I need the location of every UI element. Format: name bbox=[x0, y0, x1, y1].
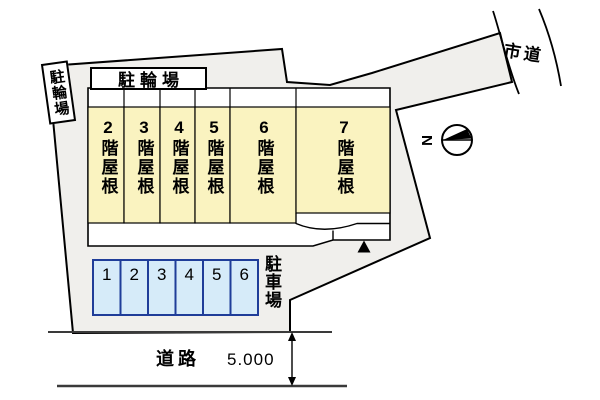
roof-cell-label-2: 2階屋根 bbox=[98, 118, 118, 196]
parking-space-1: 1 bbox=[101, 265, 112, 284]
north-compass-icon bbox=[441, 124, 473, 156]
roof-cell-7 bbox=[295, 106, 391, 214]
roof-cell-3 bbox=[123, 106, 161, 224]
parking-space-5: 5 bbox=[211, 265, 222, 284]
roof-cell-6 bbox=[229, 106, 297, 224]
roof-cell-label-4: 4階屋根 bbox=[169, 118, 189, 196]
roof-cell-label-6: 6階屋根 bbox=[254, 118, 274, 196]
roof-cell-label-7: 7階屋根 bbox=[334, 118, 354, 196]
roof-cell-5 bbox=[194, 106, 231, 224]
bicycle-parking-top-label: 駐輪場 bbox=[90, 67, 207, 90]
road-label: 道路 bbox=[156, 349, 200, 369]
parking-space-6: 6 bbox=[239, 265, 249, 284]
balcony-dividers bbox=[123, 88, 297, 224]
roof-cell-label-5: 5階屋根 bbox=[204, 118, 224, 196]
roof-cell-4 bbox=[159, 106, 196, 224]
roof-cell-label-3: 3階屋根 bbox=[134, 118, 154, 196]
road-width-dimension: 5.000 bbox=[227, 350, 275, 369]
entrance-marker-icon bbox=[357, 240, 371, 253]
parking-space-4: 4 bbox=[184, 265, 194, 284]
dimension-arrow bbox=[288, 332, 296, 386]
parking-stalls bbox=[92, 259, 259, 316]
city-road-edge-right bbox=[538, 8, 562, 87]
entrance-canopy-arc bbox=[295, 222, 390, 230]
parking-lot-label: 駐車場 bbox=[262, 255, 281, 309]
parking-space-3: 3 bbox=[156, 265, 167, 284]
north-letter: N bbox=[418, 135, 436, 146]
parking-space-2: 2 bbox=[129, 265, 139, 284]
city-road-edge-left bbox=[492, 10, 520, 95]
